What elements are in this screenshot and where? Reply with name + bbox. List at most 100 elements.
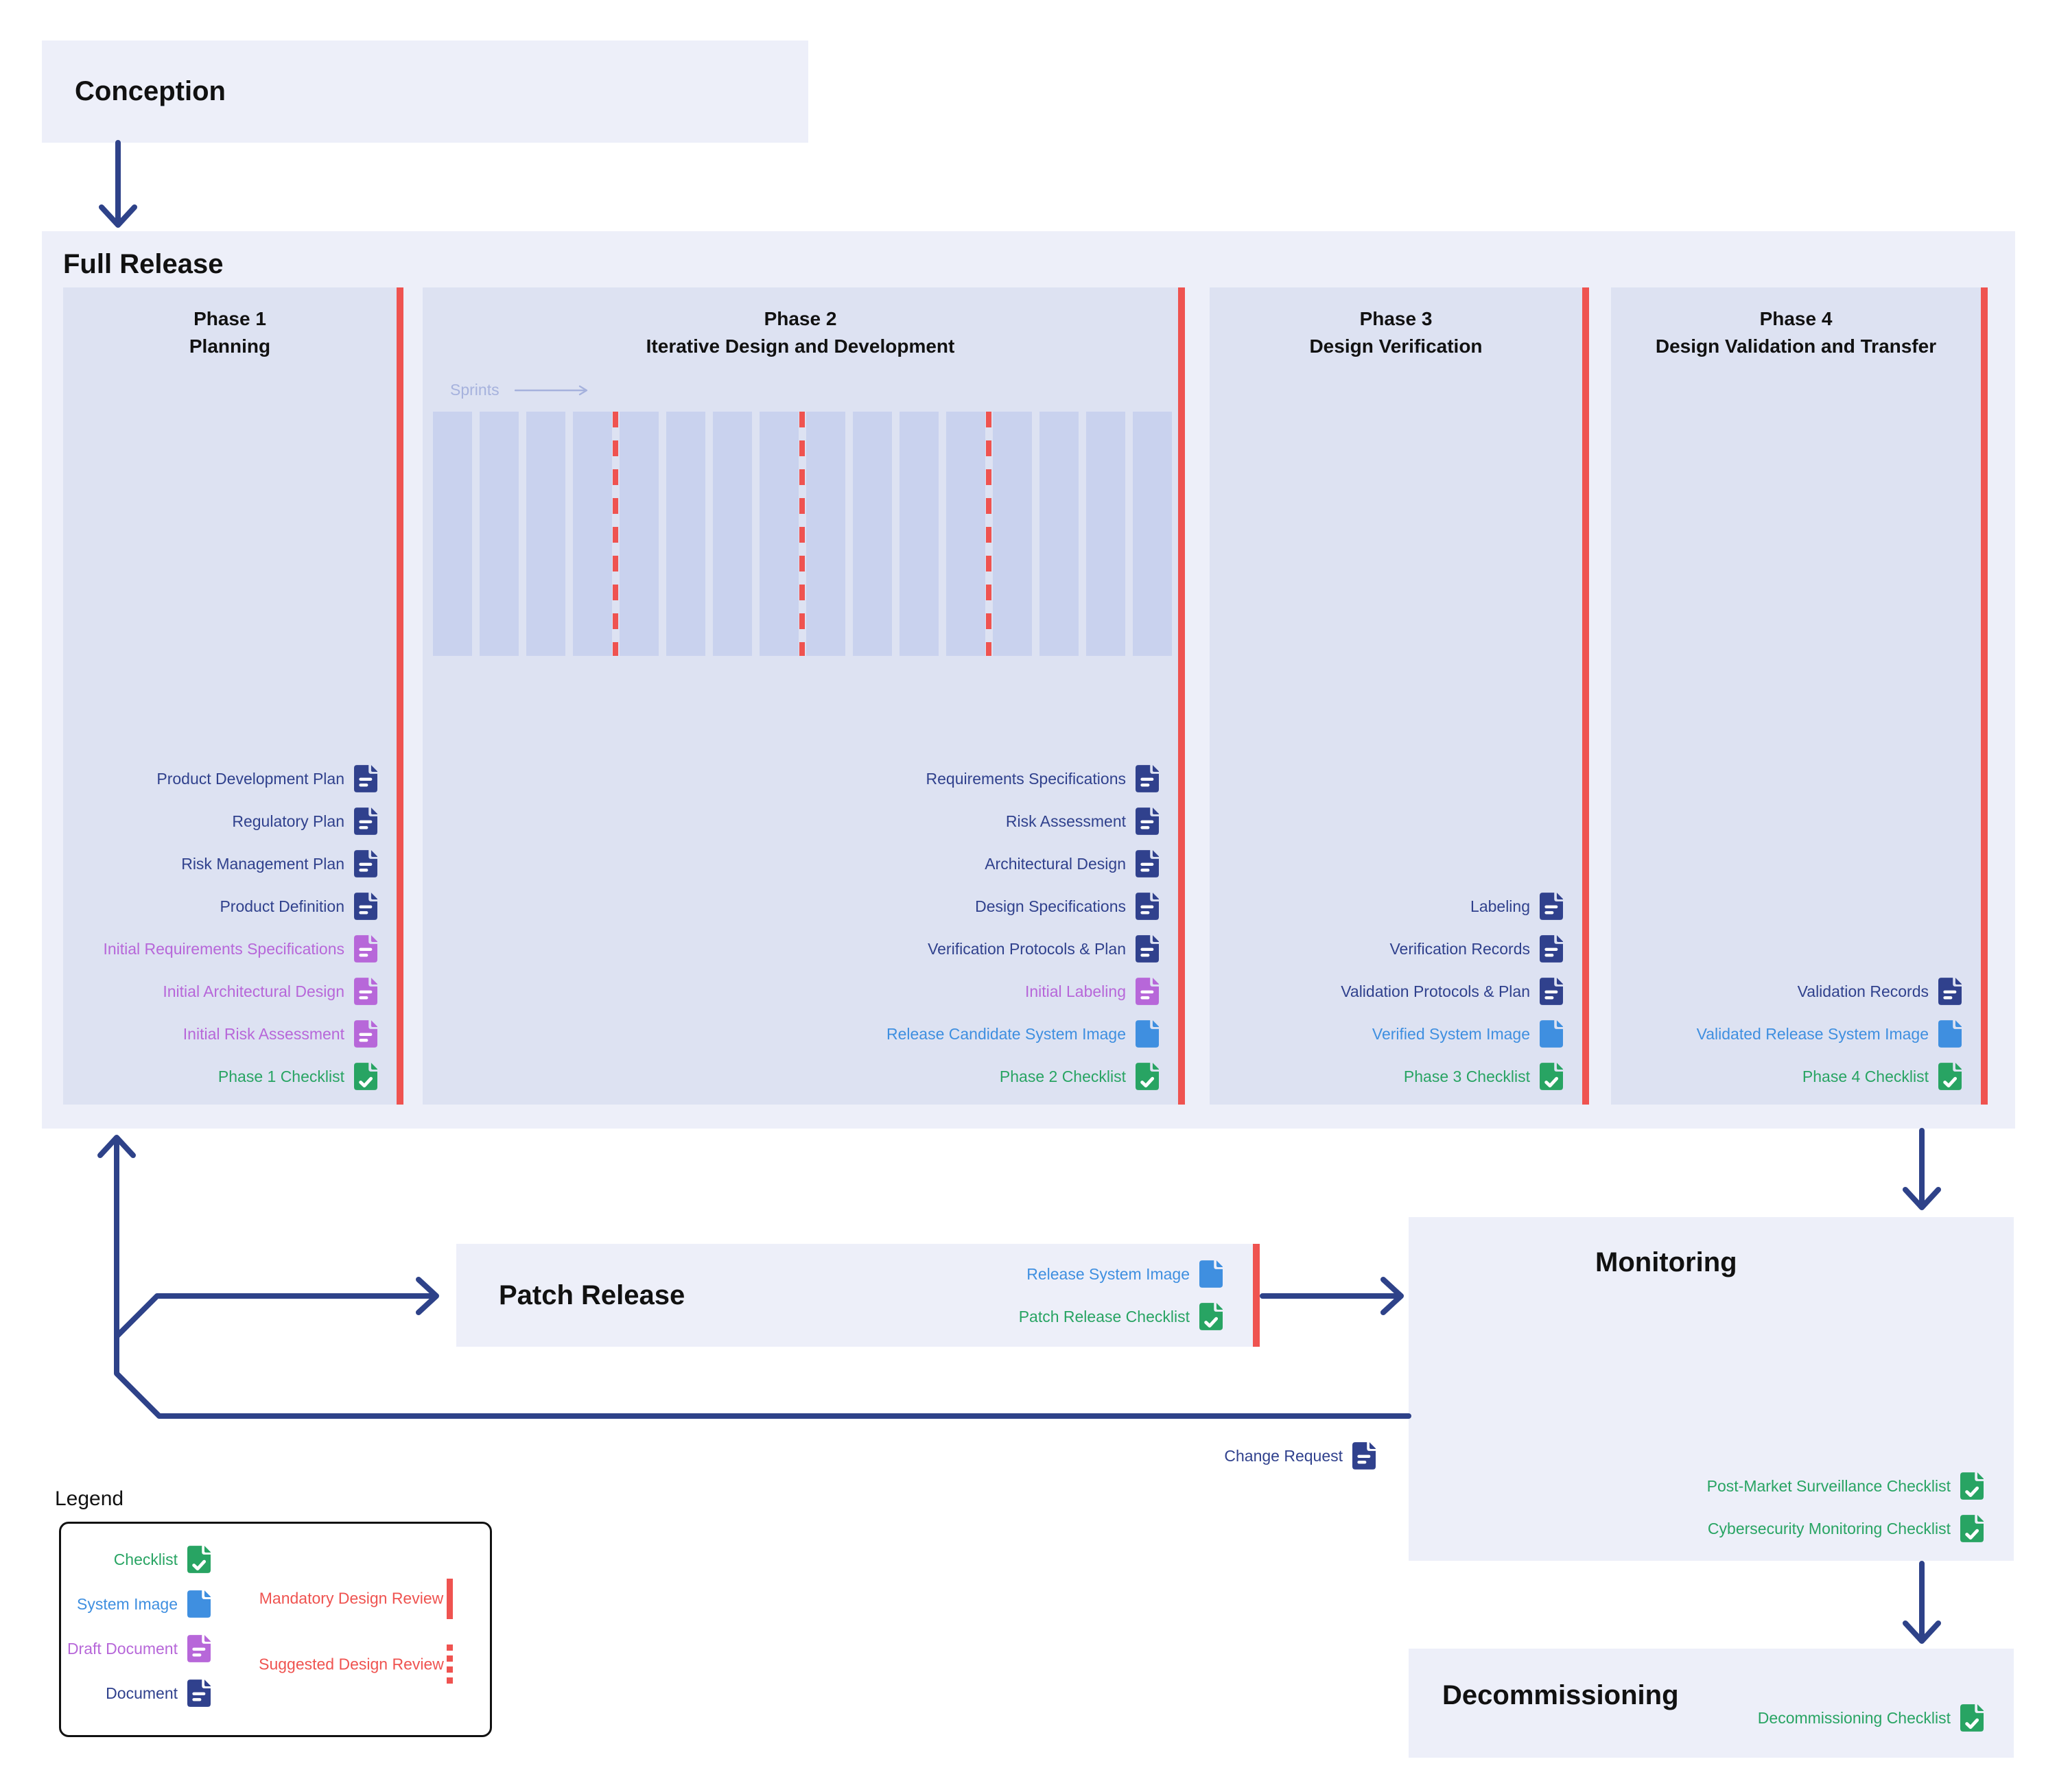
phase-4-box: Phase 4 Design Validation and Transfer V… xyxy=(1611,287,1988,1105)
document-item: Product Development Plan xyxy=(103,757,377,800)
document-label: Phase 1 Checklist xyxy=(218,1067,344,1085)
mandatory-review-bar xyxy=(447,1579,453,1619)
sprint-column xyxy=(853,412,892,656)
document-label: Initial Risk Assessment xyxy=(183,1024,344,1043)
sprint-column xyxy=(900,412,939,656)
sprints-row: Sprints xyxy=(450,381,591,399)
document-item: Design Specifications xyxy=(886,885,1159,928)
document-label: Risk Management Plan xyxy=(181,854,344,873)
image-item: Release System Image xyxy=(1019,1253,1223,1295)
phase-1-subtitle: Planning xyxy=(189,335,271,357)
document-icon xyxy=(1136,807,1159,835)
monitoring-box: Monitoring Post-Market Surveillance Chec… xyxy=(1409,1217,2014,1561)
sprint-column xyxy=(760,412,799,656)
sprint-column xyxy=(713,412,752,656)
decommissioning-title: Decommissioning xyxy=(1442,1680,1679,1710)
image-item: Verified System Image xyxy=(1341,1013,1563,1055)
phase-3-subtitle: Design Verification xyxy=(1309,335,1483,357)
suggested-review-label: Suggested Design Review xyxy=(259,1655,444,1673)
arrow-patch-release-to-monitoring xyxy=(1260,1277,1404,1315)
document-label: Initial Requirements Specifications xyxy=(103,939,344,958)
check-item: Cybersecurity Monitoring Checklist xyxy=(1707,1507,1984,1550)
document-label: Release System Image xyxy=(1026,1264,1190,1283)
document-label: Labeling xyxy=(1470,897,1530,915)
check-icon xyxy=(1960,1472,1984,1500)
document-item: Architectural Design xyxy=(886,842,1159,885)
phase-2-subtitle: Iterative Design and Development xyxy=(646,335,955,357)
decommissioning-box: Decommissioning Decommissioning Checklis… xyxy=(1409,1649,2014,1758)
document-icon xyxy=(1136,893,1159,920)
phase-1-box: Phase 1 Planning Product Development Pla… xyxy=(63,287,403,1105)
check-icon xyxy=(354,1063,377,1090)
document-label: Document xyxy=(106,1684,178,1702)
conception-box: Conception xyxy=(42,40,808,143)
conception-title: Conception xyxy=(75,76,226,106)
check-icon xyxy=(1199,1303,1223,1330)
mandatory-review-label: Mandatory Design Review xyxy=(259,1589,444,1607)
check-item: Patch Release Checklist xyxy=(1019,1295,1223,1338)
document-label: Post-Market Surveillance Checklist xyxy=(1706,1476,1951,1495)
phase-1-header: Phase 1 Planning xyxy=(63,305,397,360)
document-item: Verification Protocols & Plan xyxy=(886,928,1159,970)
draft-item: Initial Architectural Design xyxy=(103,970,377,1013)
check-item: Decommissioning Checklist xyxy=(1758,1697,1984,1739)
sprints-arrow-icon xyxy=(514,385,587,395)
phase-3-header: Phase 3 Design Verification xyxy=(1210,305,1582,360)
document-icon xyxy=(187,1679,211,1707)
sprint-column xyxy=(480,412,519,656)
phase-2-box: Phase 2 Iterative Design and Development… xyxy=(423,287,1185,1105)
check-item: Phase 1 Checklist xyxy=(103,1055,377,1098)
document-label: Product Development Plan xyxy=(156,769,344,788)
draft-icon xyxy=(1136,978,1159,1005)
sprint-column xyxy=(1086,412,1125,656)
document-label: Requirements Specifications xyxy=(926,769,1126,788)
phase-4-title: Phase 4 xyxy=(1759,308,1833,329)
draft-item: Initial Risk Assessment xyxy=(103,1013,377,1055)
check-item: Post-Market Surveillance Checklist xyxy=(1707,1465,1984,1507)
document-label: Patch Release Checklist xyxy=(1018,1307,1190,1325)
sprint-column xyxy=(666,412,705,656)
document-label: Validation Records xyxy=(1797,982,1929,1000)
decommissioning-documents: Decommissioning Checklist xyxy=(1758,1697,1984,1739)
sprint-band xyxy=(433,412,1172,656)
arrow-loop-to-patch-release xyxy=(114,1277,439,1339)
document-item: Risk Management Plan xyxy=(103,842,377,885)
change-request-row: Change Request xyxy=(1224,1435,1376,1477)
document-item: Change Request xyxy=(1224,1435,1376,1477)
image-item: System Image xyxy=(61,1583,211,1625)
check-icon xyxy=(1540,1063,1563,1090)
suggested-review-line xyxy=(799,412,805,656)
draft-item: Initial Requirements Specifications xyxy=(103,928,377,970)
suggested-review-line xyxy=(986,412,991,656)
monitoring-title: Monitoring xyxy=(1595,1247,1737,1277)
document-label: Validation Protocols & Plan xyxy=(1341,982,1530,1000)
draft-icon xyxy=(354,935,377,963)
sprint-column xyxy=(993,412,1032,656)
document-icon xyxy=(1540,893,1563,920)
arrow-full-release-to-monitoring xyxy=(1903,1128,1941,1210)
phase-4-subtitle: Design Validation and Transfer xyxy=(1655,335,1937,357)
arrow-conception-to-full-release xyxy=(99,140,137,228)
document-icon xyxy=(1938,978,1962,1005)
document-label: Phase 2 Checklist xyxy=(999,1067,1126,1085)
check-icon xyxy=(1960,1704,1984,1732)
sprint-column xyxy=(1133,412,1172,656)
document-icon xyxy=(354,893,377,920)
image-item: Validated Release System Image xyxy=(1697,1013,1962,1055)
document-label: Verification Protocols & Plan xyxy=(928,939,1126,958)
draft-item: Initial Labeling xyxy=(886,970,1159,1013)
check-icon xyxy=(1136,1063,1159,1090)
document-label: Regulatory Plan xyxy=(232,812,344,830)
document-label: Decommissioning Checklist xyxy=(1757,1708,1951,1727)
document-item: Regulatory Plan xyxy=(103,800,377,842)
image-icon xyxy=(1540,1020,1563,1048)
document-item: Validation Protocols & Plan xyxy=(1341,970,1563,1013)
document-icon xyxy=(1136,850,1159,877)
